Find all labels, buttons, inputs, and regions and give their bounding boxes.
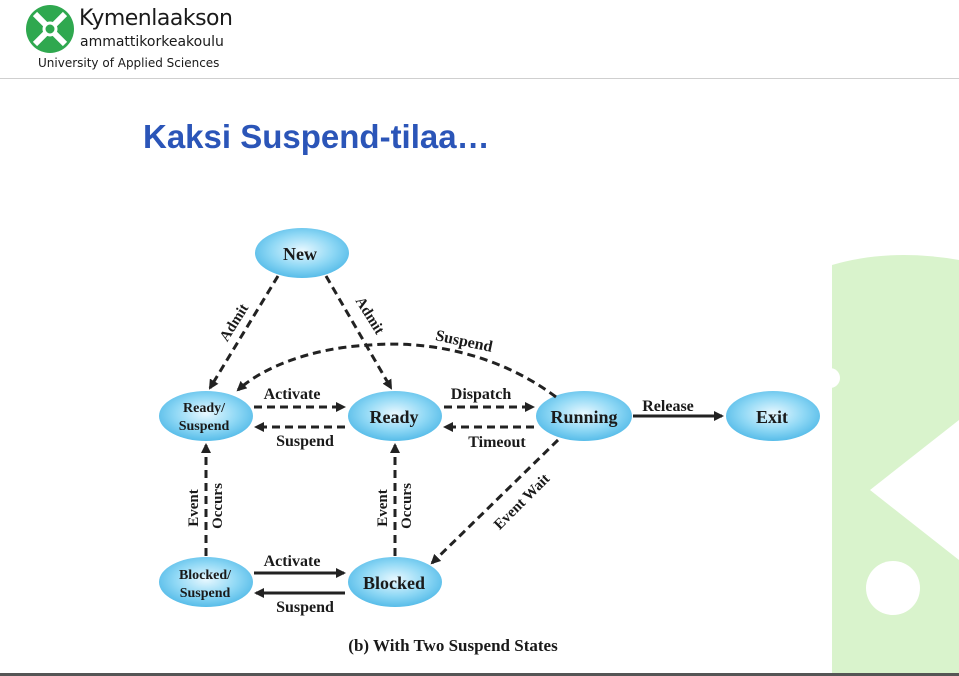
- label-activate-bottom: Activate: [264, 553, 321, 570]
- state-blocked-suspend: [159, 557, 253, 607]
- logo-tagline: University of Applied Sciences: [38, 56, 220, 70]
- edge-suspend-running: [236, 342, 557, 399]
- state-blocked: [348, 557, 442, 607]
- slide-title: Kaksi Suspend-tilaa…: [143, 118, 490, 155]
- state-ready-suspend-label-2: Suspend: [179, 419, 230, 434]
- state-running-label: Running: [550, 407, 617, 427]
- diagram-caption: (b) With Two Suspend States: [348, 636, 558, 655]
- state-new: [255, 228, 349, 278]
- edge-event-wait: [430, 438, 560, 565]
- state-ready-suspend-label-1: Ready/: [183, 401, 226, 416]
- state-ready-label: Ready: [370, 407, 419, 427]
- state-exit-label: Exit: [756, 407, 788, 427]
- label-admit-right: Admit: [352, 294, 387, 337]
- logo-subname: ammattikorkeakoulu: [80, 34, 224, 50]
- state-ready-suspend: [159, 391, 253, 441]
- state-ready: [348, 391, 442, 441]
- state-blocked-suspend-label-1: Blocked/: [179, 568, 232, 583]
- state-blocked-suspend-label-2: Suspend: [180, 586, 231, 601]
- state-exit: [726, 391, 820, 441]
- label-event-occurs-left-1: Event: [186, 489, 202, 527]
- header-bar: Kymenlaakson ammattikorkeakoulu Universi…: [0, 0, 959, 79]
- label-event-wait: Event Wait: [491, 471, 553, 533]
- label-timeout: Timeout: [468, 434, 526, 451]
- label-event-occurs-mid-1: Event: [375, 489, 391, 527]
- footer-divider: [0, 673, 959, 676]
- logo-name: Kymenlaakson: [79, 6, 233, 31]
- label-admit-left: Admit: [217, 301, 252, 344]
- label-suspend-blocked: Suspend: [276, 599, 334, 616]
- edge-admit-to-ready-suspend: [208, 275, 280, 390]
- label-suspend-ready: Suspend: [276, 433, 334, 450]
- logo-icon: [26, 5, 74, 53]
- state-blocked-label: Blocked: [363, 573, 425, 593]
- state-running: [536, 391, 632, 441]
- label-release: Release: [642, 398, 694, 415]
- label-event-occurs-mid-2: Occurs: [399, 483, 415, 529]
- label-event-occurs-left-2: Occurs: [210, 483, 226, 529]
- label-suspend-running: Suspend: [434, 327, 494, 356]
- state-new-label: New: [283, 244, 317, 264]
- label-activate-top: Activate: [264, 386, 321, 403]
- label-dispatch: Dispatch: [451, 386, 512, 403]
- edge-admit-to-ready: [324, 275, 393, 390]
